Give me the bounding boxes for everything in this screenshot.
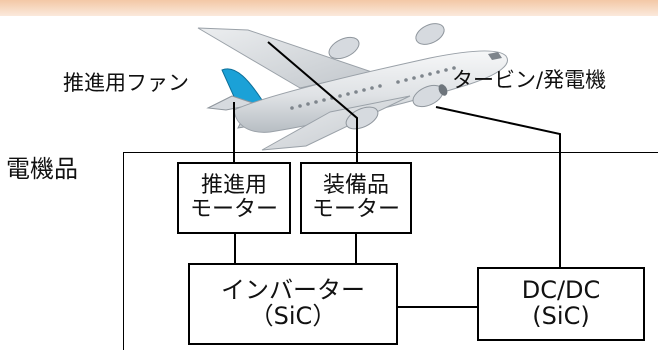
label-turbine-generator: タービン/発電機 [452,68,607,92]
header-band [0,0,658,16]
dcdc-line2: (SiC) [532,302,590,330]
equipment-motor-box: 装備品 モーター [300,162,412,234]
inverter-line1: インバーター [221,276,365,305]
equipment-motor-line2: モーター [311,197,400,222]
propulsion-motor-line1: 推進用 [200,173,267,199]
horizontal-stabilizer [206,95,258,111]
label-propulsion-fan: 推進用ファン [63,71,189,95]
label-electrical-components: 電機品 [6,155,78,183]
wire-aircraft-to-equipment-motor [267,41,358,163]
cockpit-window [488,52,502,60]
upper-engine [415,23,445,45]
dcdc-box: DC/DC (SiC) [477,267,645,341]
inverter-box: インバーター （SiC） [188,263,398,345]
lower-engine [345,106,379,130]
wire-turbine-to-dcdc [435,106,561,268]
inverter-line2: （SiC） [249,302,337,330]
equipment-motor-line1: 装備品 [322,173,389,199]
dcdc-line1: DC/DC [521,276,601,305]
upper-engine [328,36,360,60]
propulsion-motor-box: 推進用 モーター [177,162,291,234]
propulsion-motor-line2: モーター [189,197,278,222]
electrical-components-panel [123,152,658,350]
